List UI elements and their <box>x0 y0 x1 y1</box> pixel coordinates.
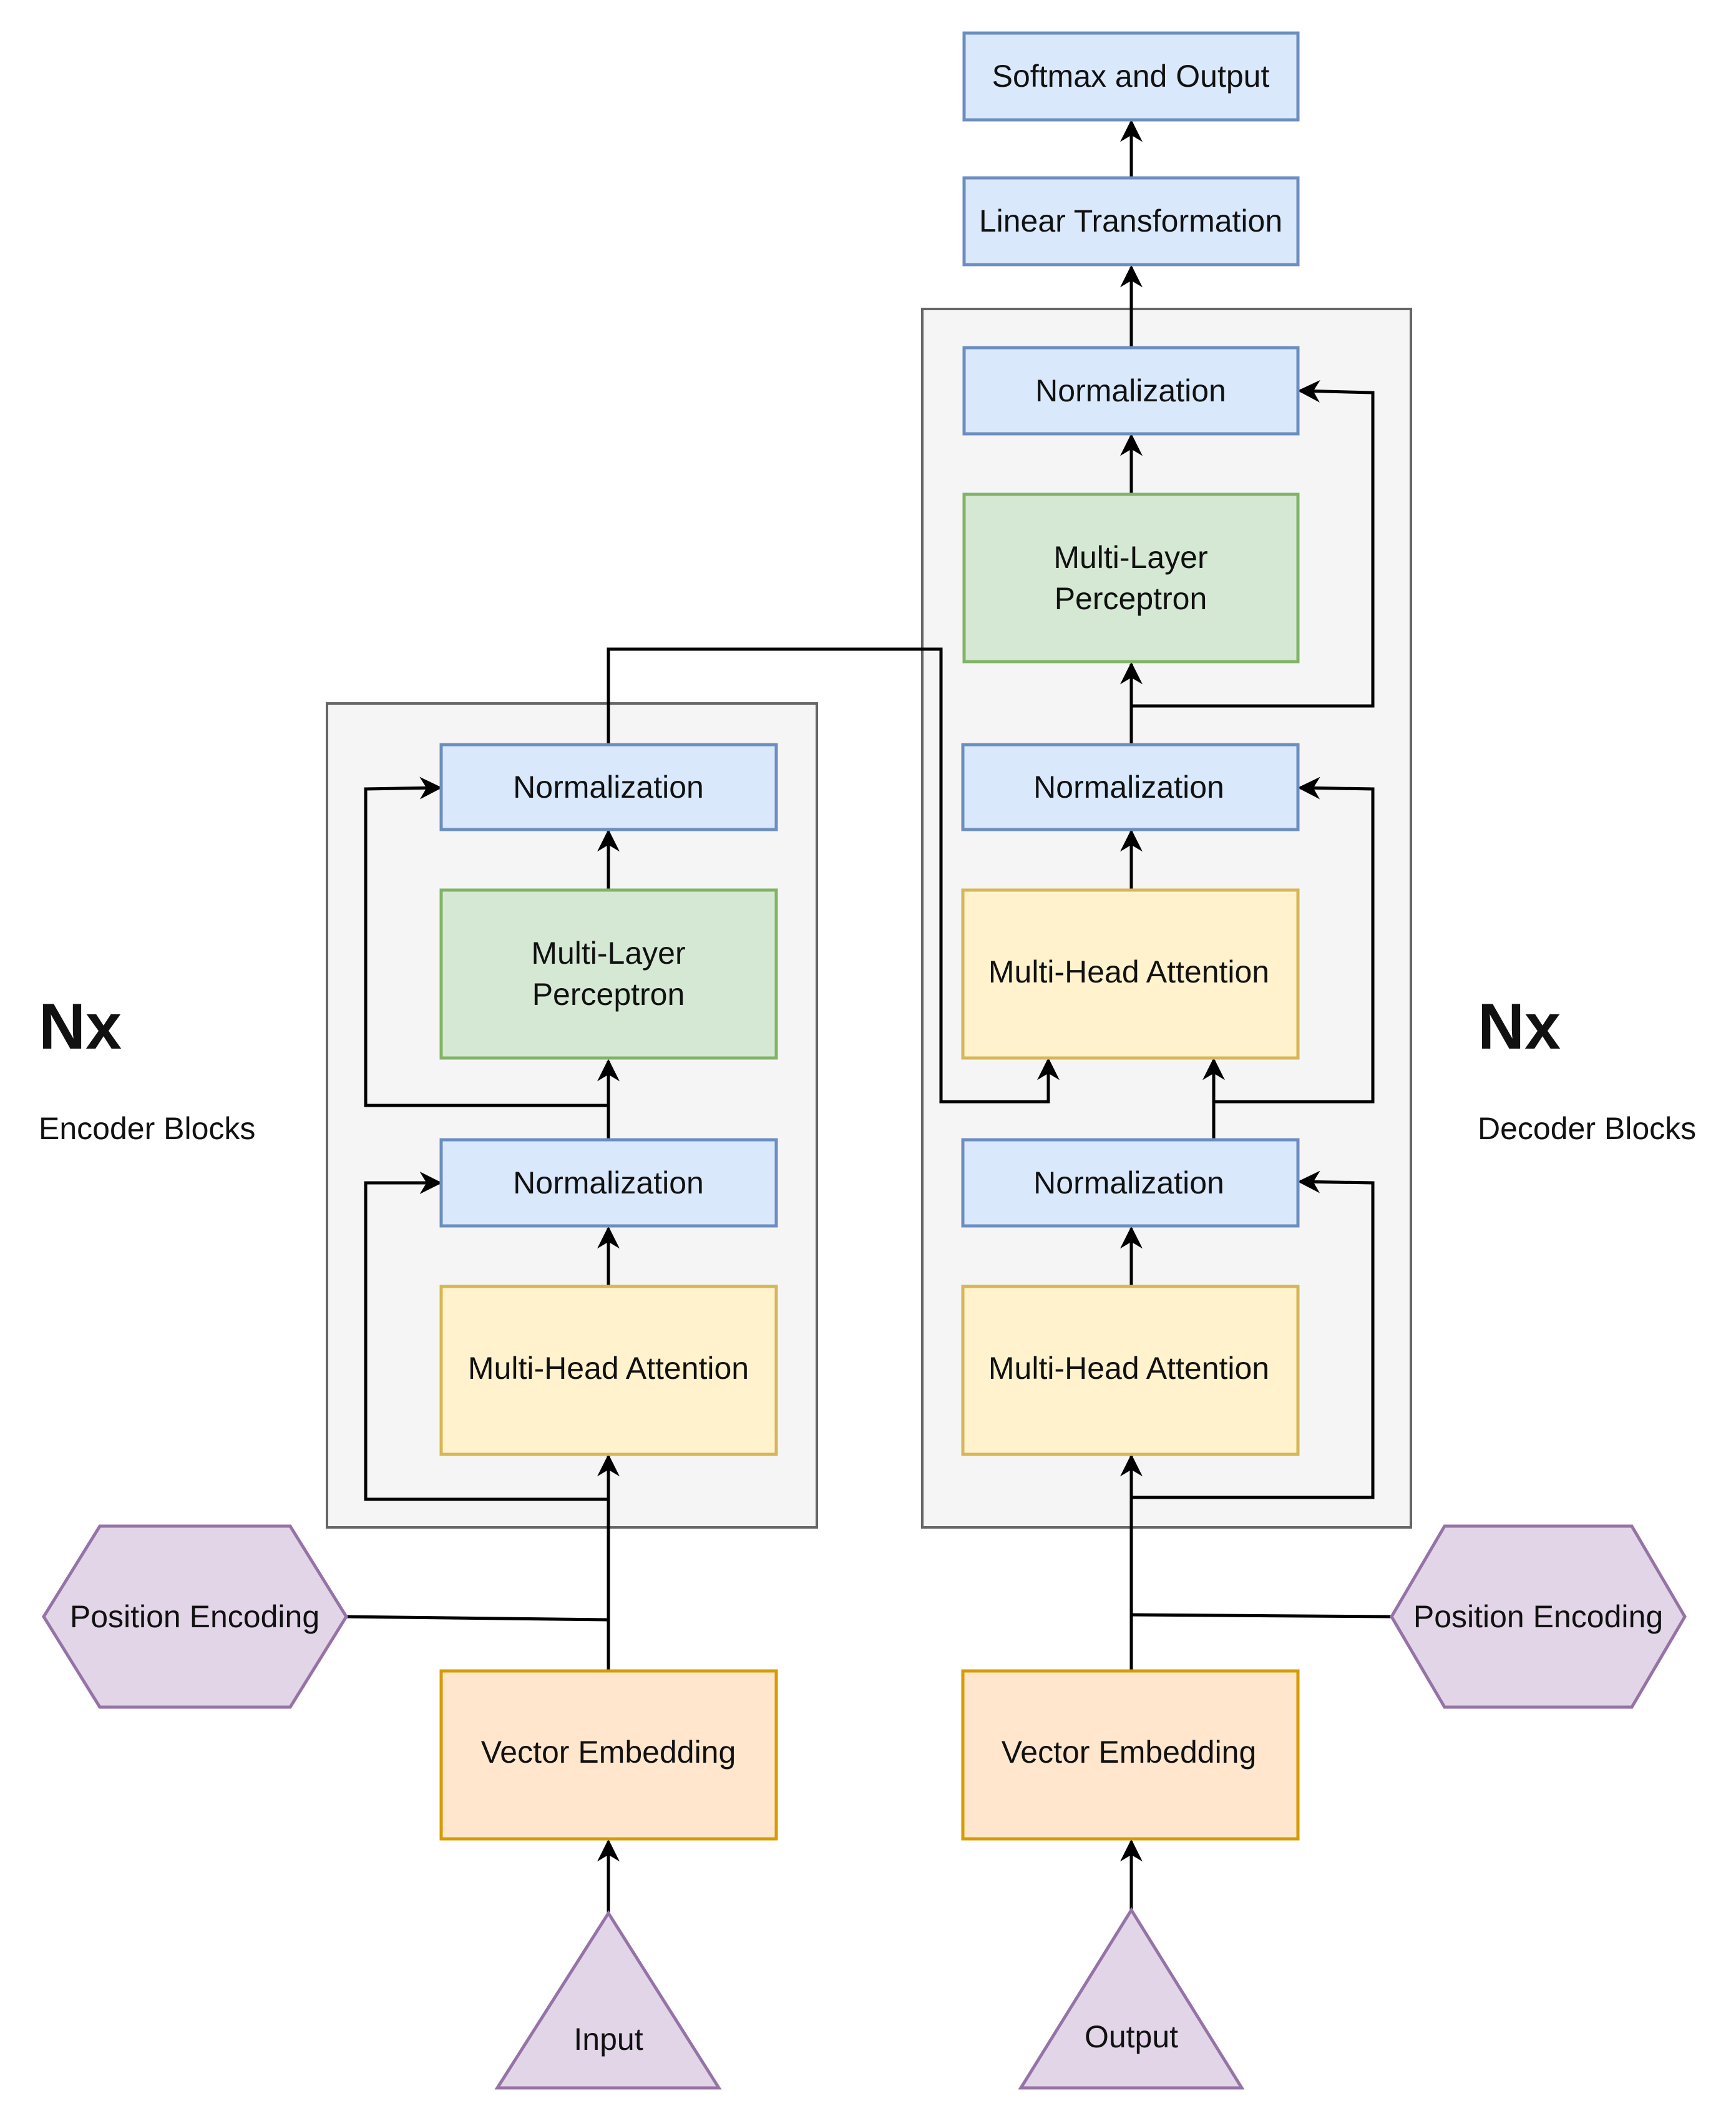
decoder-attention2-node: Multi-Head Attention <box>961 888 1300 1060</box>
edge-encoder-residual-1 <box>364 1172 608 1501</box>
encoder-norm2-node: Normalization <box>439 743 778 831</box>
edge-decoder-residual-1 <box>1131 1170 1375 1499</box>
encoder-embedding-label: Vector Embedding <box>481 1735 736 1770</box>
encoder-attention-node: Multi-Head Attention <box>439 1285 778 1456</box>
encoder-norm2-label: Normalization <box>513 770 704 805</box>
decoder-attention1-label: Multi-Head Attention <box>988 1351 1269 1386</box>
edge-encoder-to-decoder-cross <box>607 647 1060 1104</box>
encoder-nx-label: Nx <box>39 991 122 1063</box>
decoder-attention2-label: Multi-Head Attention <box>988 954 1269 989</box>
encoder-norm1-node: Normalization <box>439 1138 778 1228</box>
encoder-embedding-node: Vector Embedding <box>439 1669 778 1841</box>
edges <box>346 119 1392 1913</box>
linear-transformation-label: Linear Transformation <box>979 203 1282 238</box>
encoder-position-encoding-label: Position Encoding <box>70 1599 319 1634</box>
decoder-norm3-label: Normalization <box>1035 373 1226 408</box>
encoder-attention-label: Multi-Head Attention <box>468 1351 749 1386</box>
decoder-norm1-label: Normalization <box>1033 1165 1224 1200</box>
linear-transformation-node: Linear Transformation <box>962 176 1300 267</box>
edge-position-to-decoder <box>1131 1613 1392 1619</box>
edge-position-to-encoder <box>346 1615 609 1622</box>
decoder-mlp-label-line1: Multi-Layer <box>1053 540 1207 575</box>
encoder-norm1-label: Normalization <box>513 1165 704 1200</box>
decoder-position-encoding-label: Position Encoding <box>1413 1599 1663 1634</box>
output-label: Output <box>1085 2019 1178 2054</box>
decoder-blocks-label: Decoder Blocks <box>1478 1111 1696 1146</box>
encoder-position-encoding-node: Position Encoding <box>42 1524 348 1709</box>
input-node: Input <box>494 1910 722 2090</box>
encoder-mlp-label-line2: Perceptron <box>532 977 685 1012</box>
decoder-norm1-node: Normalization <box>961 1138 1300 1228</box>
encoder-blocks-label: Encoder Blocks <box>39 1111 255 1146</box>
input-label: Input <box>573 2022 643 2057</box>
edge-encoder-residual-2 <box>364 776 608 1107</box>
decoder-mlp-node: Multi-Layer Perceptron <box>962 492 1300 664</box>
decoder-embedding-node: Vector Embedding <box>961 1669 1300 1841</box>
edge-decoder-residual-3 <box>1131 380 1375 708</box>
edge-decoder-residual-2 <box>1214 776 1375 1104</box>
softmax-output-node: Softmax and Output <box>962 31 1300 122</box>
encoder-mlp-node: Multi-Layer Perceptron <box>439 888 778 1060</box>
decoder-norm3-node: Normalization <box>962 346 1300 436</box>
decoder-position-encoding-node: Position Encoding <box>1390 1524 1687 1709</box>
decoder-attention1-node: Multi-Head Attention <box>961 1285 1300 1456</box>
decoder-mlp-label-line2: Perceptron <box>1055 581 1207 616</box>
encoder-mlp-label-line1: Multi-Layer <box>531 936 685 971</box>
decoder-norm2-node: Normalization <box>961 743 1300 831</box>
decoder-embedding-label: Vector Embedding <box>1002 1735 1257 1770</box>
decoder-norm2-label: Normalization <box>1033 770 1224 805</box>
decoder-nx-label: Nx <box>1478 991 1561 1063</box>
output-node: Output <box>1018 1907 1245 2090</box>
softmax-output-label: Softmax and Output <box>992 59 1270 94</box>
